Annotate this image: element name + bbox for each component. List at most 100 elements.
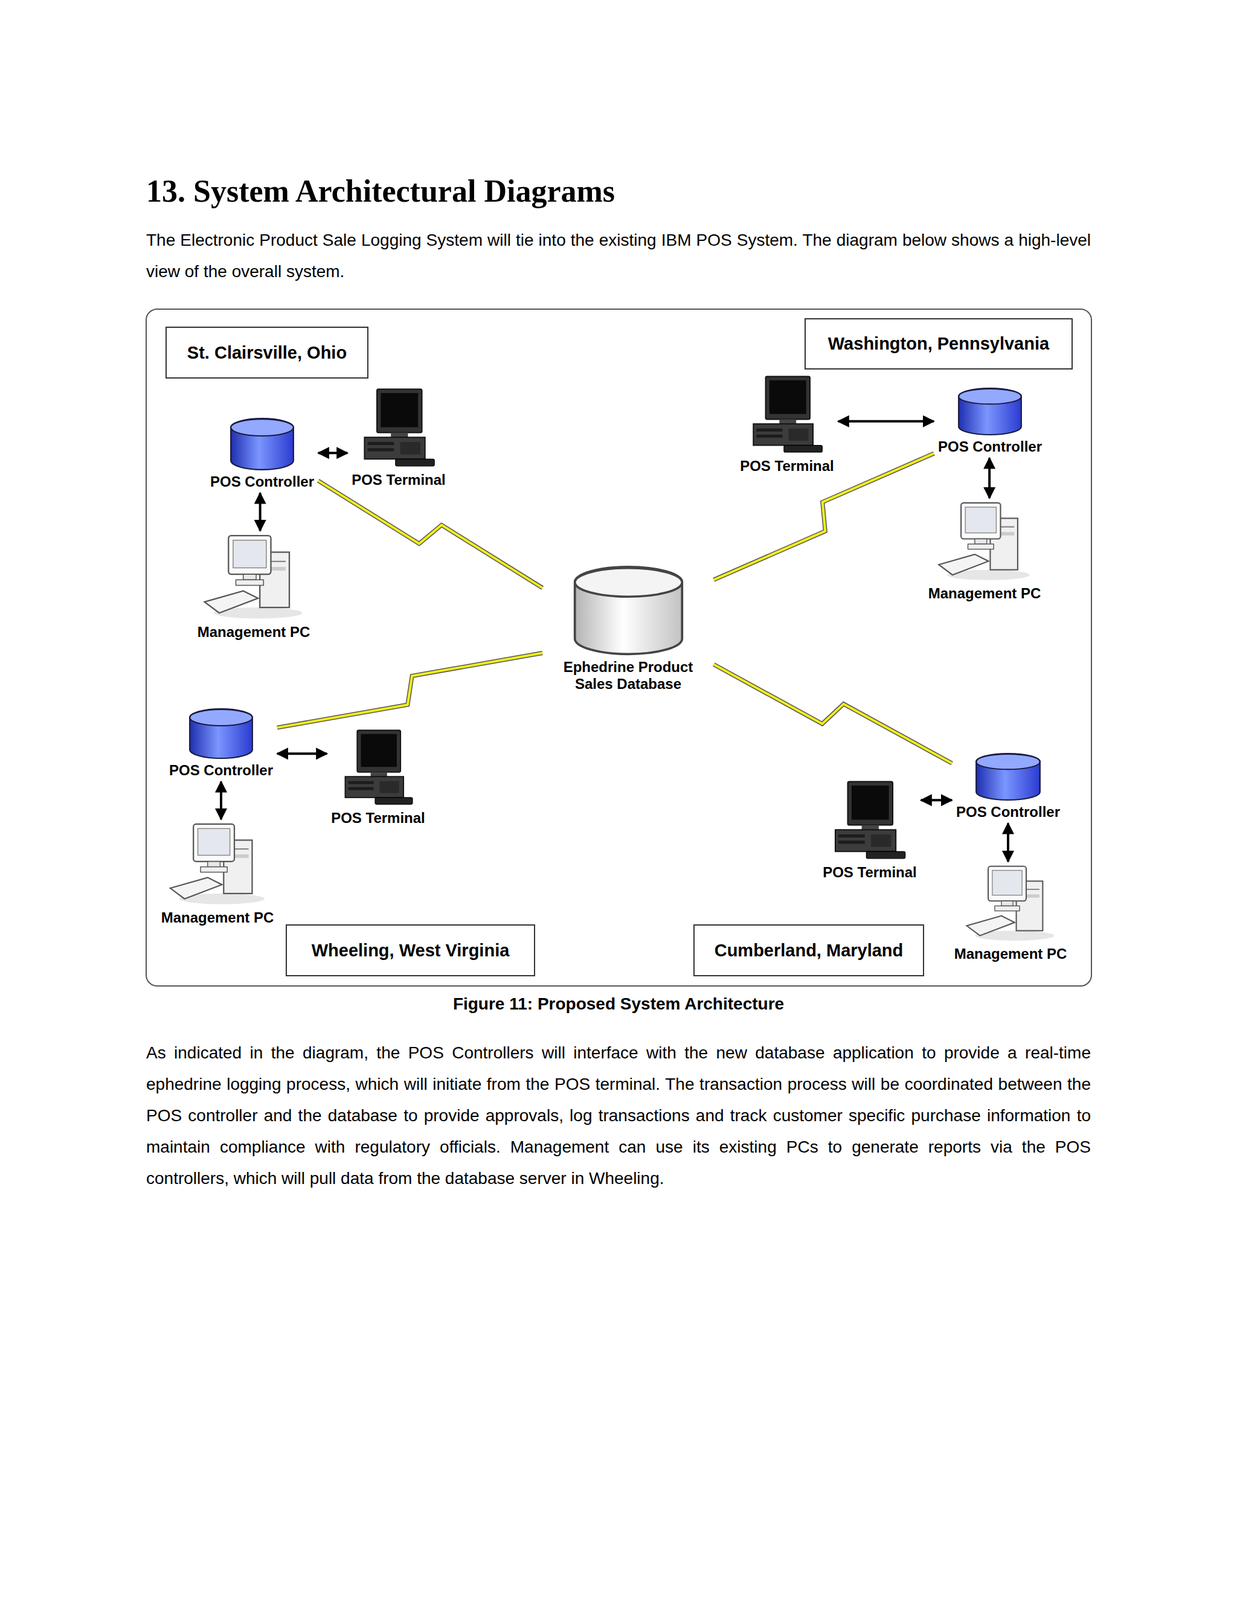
pos-controller: POS Controller xyxy=(953,751,1063,823)
figure-border xyxy=(146,309,1092,987)
base-slot xyxy=(367,442,395,446)
link-bolt xyxy=(318,480,543,589)
monitor xyxy=(961,503,1001,540)
monitor-stand xyxy=(974,539,987,545)
device-label: POS Controller xyxy=(169,762,274,780)
location-box: Washington, Pennsylvania xyxy=(804,318,1073,370)
paragraph-text: The Electronic Product Sale Logging Syst… xyxy=(146,224,1091,288)
heading: 13. System Architectural Diagrams xyxy=(146,172,615,211)
cylinder-body xyxy=(230,418,294,470)
management-pc-icon xyxy=(931,501,1038,583)
base-slot xyxy=(367,448,395,452)
monitor-screen xyxy=(769,380,807,415)
device-label: POS Terminal xyxy=(330,809,426,827)
link-outline xyxy=(713,664,952,764)
terminal-base xyxy=(835,829,896,852)
location-name: Wheeling, West Virginia xyxy=(311,941,510,961)
management-pc-icon xyxy=(959,864,1062,944)
pos-terminal-icon xyxy=(359,387,438,470)
base-slot xyxy=(756,428,783,432)
network-link xyxy=(277,653,543,729)
monitor-screen xyxy=(380,393,418,428)
keyboard xyxy=(939,554,989,576)
management-pc: Management PC xyxy=(925,500,1044,604)
device-label: POS Terminal xyxy=(351,471,446,489)
pos-controller: POS Controller xyxy=(207,416,317,492)
database-cylinder xyxy=(572,565,685,657)
database-server: Ephedrine Product Sales Database xyxy=(544,564,713,694)
keyboard xyxy=(375,797,413,805)
device-label: POS Controller xyxy=(210,473,315,491)
keyboard xyxy=(170,877,222,899)
monitor-bezel xyxy=(765,376,810,420)
monitor-base xyxy=(200,867,228,873)
location-name: Cumberland, Maryland xyxy=(714,941,904,961)
location-name: St. Clairsville, Ohio xyxy=(187,343,347,364)
pos-terminal-icon xyxy=(828,780,911,862)
controller-cylinder xyxy=(957,387,1023,437)
pos-terminal-icon xyxy=(338,729,418,808)
base-panel xyxy=(379,781,399,794)
device-label: Management PC xyxy=(161,909,275,927)
device-label: Management PC xyxy=(954,945,1068,963)
pos-terminal-icon xyxy=(747,375,827,456)
terminal-base xyxy=(753,424,813,446)
connection-arrow xyxy=(219,782,223,820)
monitor-bezel xyxy=(848,782,894,826)
base-slot xyxy=(838,840,866,844)
keyboard xyxy=(783,445,823,453)
pos-controller: POS Controller xyxy=(166,707,276,781)
controller-cylinder xyxy=(974,753,1042,802)
connection-arrow xyxy=(921,799,952,802)
management-pc: Management PC xyxy=(195,532,313,643)
cylinder-top xyxy=(230,419,294,437)
monitor-screen xyxy=(361,734,397,768)
device-label: POS Controller xyxy=(938,438,1042,456)
pos-terminal: POS Terminal xyxy=(349,386,449,490)
paragraph-text: As indicated in the diagram, the POS Con… xyxy=(146,1037,1091,1195)
monitor-screen xyxy=(198,828,231,856)
device-label: POS Terminal xyxy=(822,864,917,882)
link-bolt xyxy=(277,653,543,729)
location-box: Wheeling, West Virginia xyxy=(285,924,536,977)
monitor-stand xyxy=(243,574,257,580)
terminal-base xyxy=(345,776,405,798)
monitor-base xyxy=(994,906,1020,911)
link-outline xyxy=(318,480,543,589)
connection-arrow xyxy=(259,493,262,531)
device-label: Ephedrine Product Sales Database xyxy=(546,658,710,693)
network-link xyxy=(318,480,543,589)
monitor-neck xyxy=(861,825,879,831)
monitor-stand xyxy=(1001,901,1013,907)
base-panel xyxy=(871,834,892,848)
terminal-base xyxy=(364,437,425,460)
monitor xyxy=(228,535,272,575)
management-pc: Management PC xyxy=(951,863,1070,964)
controller-cylinder xyxy=(229,417,295,472)
connection-arrow xyxy=(838,420,934,423)
connection-arrow xyxy=(1006,823,1010,862)
link-bolt xyxy=(713,664,952,764)
network-link xyxy=(713,664,952,764)
base-slot xyxy=(347,781,374,785)
cylinder-top xyxy=(958,388,1022,405)
monitor-neck xyxy=(779,419,797,425)
monitor-screen xyxy=(233,540,267,569)
monitor-neck xyxy=(390,433,408,438)
cylinder-body xyxy=(976,753,1041,801)
pos-terminal: POS Terminal xyxy=(820,779,920,883)
monitor xyxy=(988,866,1027,902)
keyboard xyxy=(395,459,435,467)
cylinder-body xyxy=(574,567,682,655)
monitor-bezel xyxy=(376,389,423,434)
cylinder-top xyxy=(189,709,253,727)
network-link xyxy=(713,453,935,580)
link-outline xyxy=(277,653,543,729)
connection-arrow xyxy=(318,451,348,455)
management-pc-icon xyxy=(200,533,307,622)
monitor-neck xyxy=(370,772,388,777)
base-slot xyxy=(838,834,866,838)
base-slot xyxy=(347,787,374,791)
keyboard xyxy=(966,916,1015,937)
device-label: POS Terminal xyxy=(739,457,835,475)
